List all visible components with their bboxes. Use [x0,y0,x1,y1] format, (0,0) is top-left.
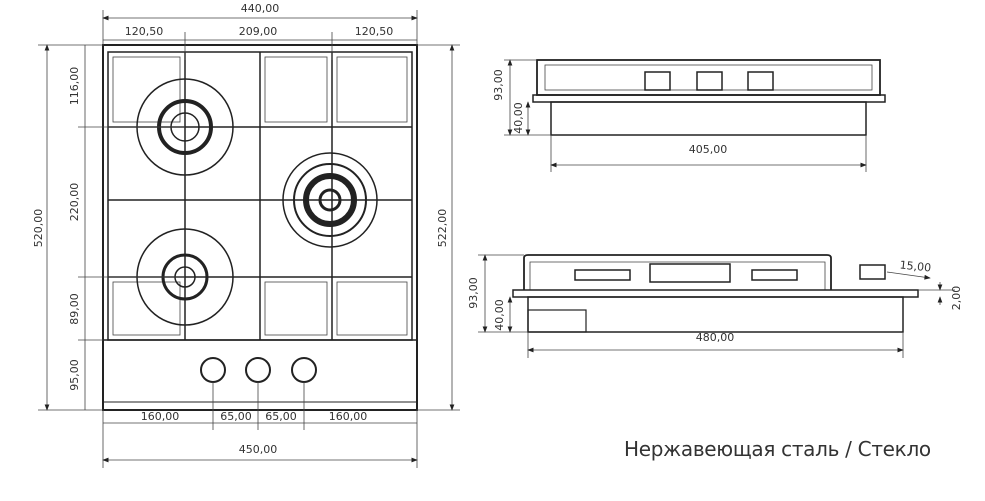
dim-height-seg-2: 220,00 [68,183,81,222]
dim-height-left: 520,00 [32,209,45,248]
dim-knob-2: 65,00 [220,410,252,423]
material-caption: Нержавеющая сталь / Стекло [624,437,931,461]
dim-width-overall: 440,00 [241,2,280,15]
dim-side2-height: 93,00 [467,277,480,309]
dim-side1-height: 93,00 [492,69,505,101]
dim-side1-width: 405,00 [689,143,728,156]
top-view: 440,00 120,50 209,00 120,50 520,00 116,0… [32,2,460,468]
dim-knob-4: 160,00 [329,410,368,423]
side-view-front: 93,00 40,00 405,00 [492,59,886,172]
dim-height-right: 522,00 [436,209,449,248]
dim-knob-1: 160,00 [141,410,180,423]
knob-1 [200,357,226,383]
side-knob [859,264,886,280]
grate-bars [108,52,412,340]
dim-knob-offset: 15,00 [899,258,932,274]
dim-knob-3: 65,00 [265,410,297,423]
dim-height-seg-4: 95,00 [68,359,81,391]
knob-3 [291,357,317,383]
dim-height-seg-3: 89,00 [68,293,81,325]
burner-right-wok [282,152,378,248]
dim-side2-body-height: 40,00 [493,299,506,331]
dim-side2-width: 480,00 [696,331,735,344]
side-view-side: 93,00 40,00 480,00 15,00 2,00 [467,254,963,358]
control-knobs [200,357,317,383]
dim-offset-left: 120,50 [125,25,164,38]
dim-width-bottom: 450,00 [239,443,278,456]
dim-offset-right: 120,50 [355,25,394,38]
dim-offset-center: 209,00 [239,25,278,38]
dim-plate-thickness: 2,00 [950,286,963,311]
knob-2 [245,357,271,383]
dim-side1-body-height: 40,00 [512,102,525,134]
dim-height-seg-1: 116,00 [68,67,81,106]
hob-outline [102,44,418,411]
